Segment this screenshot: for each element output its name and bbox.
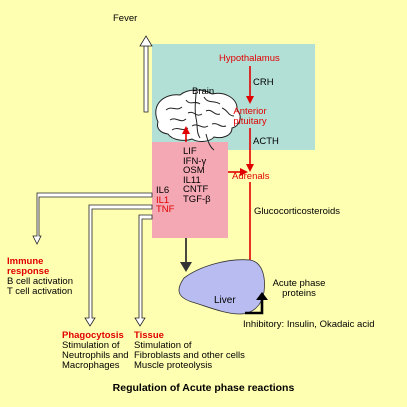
anterior-pituitary-line-1: Anterior: [233, 106, 267, 117]
phagocytosis-block: Phagocytosis Stimulation of Neutrophils …: [62, 331, 129, 371]
cytokine-tnf: TNF: [156, 204, 175, 216]
phagocytosis-line-3: Macrophages: [62, 360, 120, 371]
cytokine-tgf-beta: TGF-β: [183, 193, 211, 205]
tissue-block: Tissue Stimulation of Fibroblasts and ot…: [134, 331, 245, 371]
phagocytosis-title: Phagocytosis: [62, 330, 124, 341]
cytokine-list-left: IL6 IL1 TNF: [156, 186, 174, 215]
tissue-line-1: Stimulation of: [134, 340, 192, 351]
diagram-caption: Regulation of Acute phase reactions: [112, 382, 295, 394]
hypothalamus-label: Hypothalamus: [219, 53, 280, 64]
fever-arrow: [139, 35, 153, 113]
immune-response-title-1: Immune: [7, 256, 44, 267]
cytokine-osm: OSM: [183, 165, 205, 177]
inhibitory-label: Inhibitory: Insulin, Okadaic acid: [243, 319, 375, 330]
tissue-line-2: Fibroblasts and other cells: [134, 350, 245, 361]
effect-arrows: [32, 192, 153, 327]
phagocytosis-line-1: Stimulation of: [62, 340, 120, 351]
anterior-pituitary-label: Anterior pituitary: [233, 107, 267, 127]
cytokine-il11: IL11: [183, 174, 201, 186]
cytokine-list-right: LIF IFN-γ OSM IL11 CNTF TGF-β: [183, 147, 211, 205]
adrenals-label: Adrenals: [232, 171, 270, 182]
acute-phase-proteins-label: Acute phase proteins: [268, 279, 330, 299]
cytokine-cntf: CNTF: [183, 184, 209, 196]
immune-response-title-2: response: [7, 266, 50, 277]
brain-label: Brain: [192, 86, 215, 97]
liver-label: Liver: [214, 295, 236, 306]
cytokine-lif: LIF: [183, 146, 197, 157]
immune-response-line-2: T cell activation: [7, 286, 73, 297]
tissue-title: Tissue: [134, 330, 164, 341]
hpa-arrows: [182, 66, 254, 272]
immune-response-line-1: B cell activation: [7, 276, 74, 287]
cytokine-liver-arrow: [180, 238, 192, 272]
brain-illustration: [155, 89, 241, 151]
glucocorticosteroids-label: Glucocorticosteroids: [254, 206, 341, 217]
cytokine-il1: IL1: [156, 194, 170, 206]
cytokine-il6: IL6: [156, 185, 170, 196]
acute-phase-proteins-line-1: Acute phase: [272, 278, 326, 289]
immune-response-block: Immune response B cell activation T cell…: [7, 257, 73, 297]
acth-label: ACTH: [253, 136, 279, 147]
tissue-line-3: Muscle proteolysis: [134, 360, 213, 371]
cytokine-ifn-gamma: IFN-γ: [183, 155, 207, 167]
crh-label: CRH: [253, 77, 274, 88]
liver-shape: [178, 259, 265, 315]
phagocytosis-line-2: Neutrophils and: [62, 350, 129, 361]
cytokine-panel: [152, 142, 228, 238]
anterior-pituitary-line-2: pituitary: [233, 116, 267, 127]
inhibitory-arrow: [245, 292, 268, 315]
fever-label: Fever: [113, 13, 138, 24]
acute-phase-proteins-line-2: proteins: [282, 288, 316, 299]
